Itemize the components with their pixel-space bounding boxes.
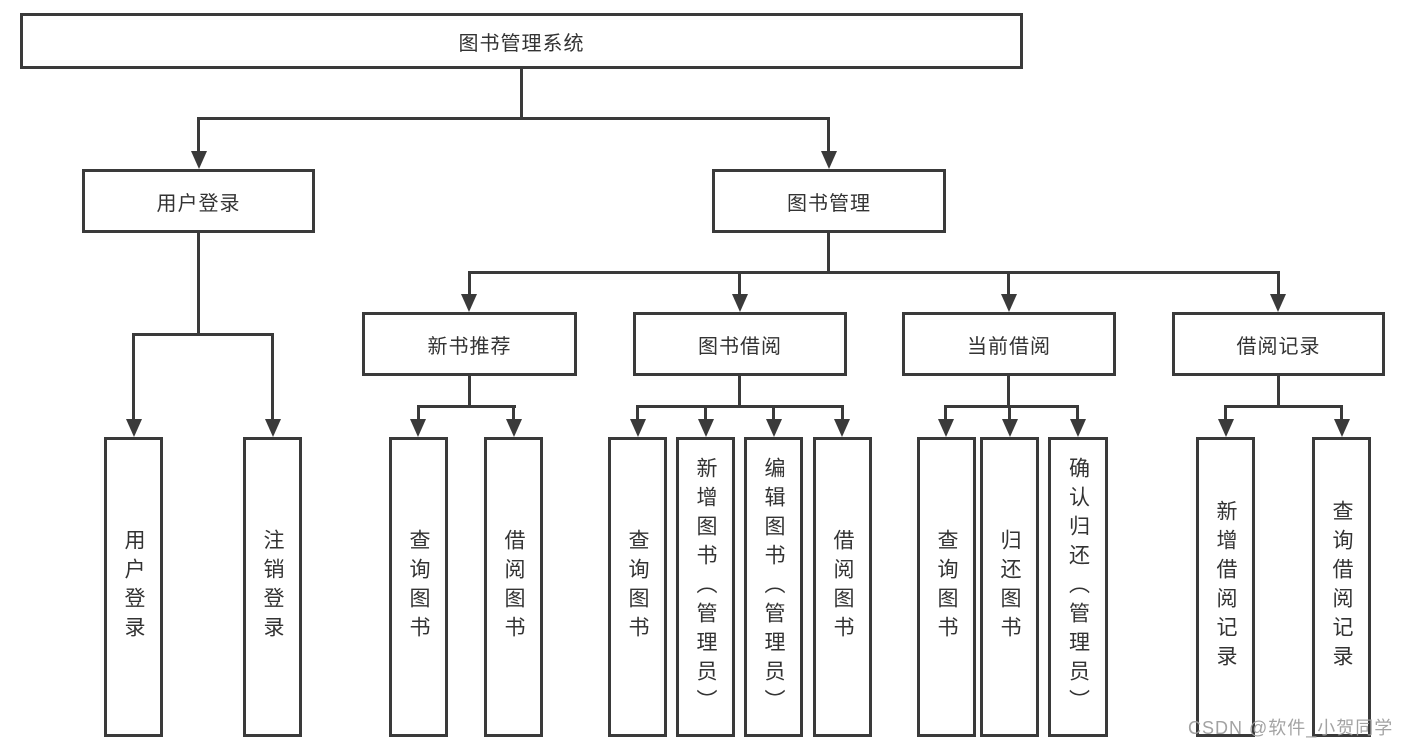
arrow-down-icon bbox=[938, 419, 954, 437]
leaf-br-add-record: 新增借阅记录 bbox=[1196, 437, 1255, 737]
leaf-label: 编辑图书（管理员） bbox=[762, 456, 785, 718]
connector-drop bbox=[1224, 405, 1227, 421]
leaf-label: 新增图书（管理员） bbox=[694, 456, 717, 718]
arrow-down-icon bbox=[506, 419, 522, 437]
connector-cb-stem bbox=[1007, 376, 1010, 408]
node-book-borrow: 图书借阅 bbox=[633, 312, 847, 376]
node-user-login: 用户登录 bbox=[82, 169, 315, 233]
arrow-down-icon bbox=[630, 419, 646, 437]
connector-drop bbox=[512, 405, 515, 421]
arrow-down-icon bbox=[732, 294, 748, 312]
connector-drop bbox=[1008, 405, 1011, 421]
leaf-nb-borrow-book: 借阅图书 bbox=[484, 437, 543, 737]
arrow-down-icon bbox=[821, 151, 837, 169]
node-book-management: 图书管理 bbox=[712, 169, 946, 233]
leaf-label: 查询图书 bbox=[626, 529, 649, 645]
arrow-down-icon bbox=[191, 151, 207, 169]
leaf-bb-borrow-book: 借阅图书 bbox=[813, 437, 872, 737]
leaf-cb-return-book: 归还图书 bbox=[980, 437, 1039, 737]
arrow-down-icon bbox=[1002, 419, 1018, 437]
leaf-user-login: 用户登录 bbox=[104, 437, 163, 737]
connector-root-stem bbox=[520, 69, 523, 120]
connector-drop-book-management bbox=[827, 117, 830, 153]
connector-drop-book-borrow bbox=[738, 271, 741, 296]
arrow-down-icon bbox=[698, 419, 714, 437]
connector-drop-leaf-logout bbox=[271, 333, 274, 421]
leaf-nb-query-book: 查询图书 bbox=[389, 437, 448, 737]
connector-br-bar bbox=[1224, 405, 1343, 408]
connector-drop bbox=[704, 405, 707, 421]
connector-br-stem bbox=[1277, 376, 1280, 408]
arrow-down-icon bbox=[1334, 419, 1350, 437]
connector-drop-user-login bbox=[197, 117, 200, 153]
connector-drop bbox=[1076, 405, 1079, 421]
leaf-br-query-record: 查询借阅记录 bbox=[1312, 437, 1371, 737]
connector-drop bbox=[772, 405, 775, 421]
arrow-down-icon bbox=[410, 419, 426, 437]
arrow-down-icon bbox=[265, 419, 281, 437]
connector-user-login-stem bbox=[197, 233, 200, 336]
connector-root-bar bbox=[197, 117, 830, 120]
leaf-bb-edit-book-admin: 编辑图书（管理员） bbox=[744, 437, 803, 737]
connector-book-mgmt-stem bbox=[827, 233, 830, 274]
arrow-down-icon bbox=[126, 419, 142, 437]
connector-cb-bar bbox=[944, 405, 1079, 408]
connector-drop bbox=[417, 405, 420, 421]
node-new-book-recommend: 新书推荐 bbox=[362, 312, 577, 376]
leaf-cb-query-book: 查询图书 bbox=[917, 437, 976, 737]
connector-bb-bar bbox=[636, 405, 844, 408]
node-current-borrow: 当前借阅 bbox=[902, 312, 1116, 376]
leaf-label: 查询图书 bbox=[935, 529, 958, 645]
leaf-bb-query-book: 查询图书 bbox=[608, 437, 667, 737]
node-library-management-system: 图书管理系统 bbox=[20, 13, 1023, 69]
connector-drop bbox=[841, 405, 844, 421]
connector-drop bbox=[636, 405, 639, 421]
connector-drop-current-borrow bbox=[1007, 271, 1010, 296]
leaf-label: 查询借阅记录 bbox=[1330, 500, 1353, 674]
leaf-bb-add-book-admin: 新增图书（管理员） bbox=[676, 437, 735, 737]
connector-bb-stem bbox=[738, 376, 741, 408]
leaf-label: 新增借阅记录 bbox=[1214, 500, 1237, 674]
connector-drop-new-book bbox=[468, 271, 471, 296]
connector-nb-bar bbox=[417, 405, 516, 408]
connector-drop bbox=[1340, 405, 1343, 421]
connector-drop-borrow-records bbox=[1277, 271, 1280, 296]
connector-drop-leaf-user-login bbox=[132, 333, 135, 421]
connector-user-login-bar bbox=[132, 333, 274, 336]
watermark: CSDN @软件_小贺同学 bbox=[1188, 718, 1394, 738]
arrow-down-icon bbox=[766, 419, 782, 437]
leaf-logout-login: 注销登录 bbox=[243, 437, 302, 737]
node-borrow-records: 借阅记录 bbox=[1172, 312, 1385, 376]
arrow-down-icon bbox=[1270, 294, 1286, 312]
connector-book-mgmt-bar bbox=[468, 271, 1280, 274]
leaf-label: 注销登录 bbox=[261, 529, 284, 645]
arrow-down-icon bbox=[1218, 419, 1234, 437]
arrow-down-icon bbox=[834, 419, 850, 437]
leaf-label: 归还图书 bbox=[998, 529, 1021, 645]
leaf-label: 确认归还（管理员） bbox=[1066, 456, 1090, 718]
leaf-cb-confirm-return-admin: 确认归还（管理员） bbox=[1048, 437, 1108, 737]
leaf-label: 用户登录 bbox=[122, 529, 145, 645]
arrow-down-icon bbox=[1001, 294, 1017, 312]
leaf-label: 借阅图书 bbox=[831, 529, 854, 645]
connector-nb-stem bbox=[468, 376, 471, 408]
connector-drop bbox=[944, 405, 947, 421]
leaf-label: 查询图书 bbox=[407, 529, 430, 645]
arrow-down-icon bbox=[461, 294, 477, 312]
arrow-down-icon bbox=[1070, 419, 1086, 437]
leaf-label: 借阅图书 bbox=[502, 529, 525, 645]
